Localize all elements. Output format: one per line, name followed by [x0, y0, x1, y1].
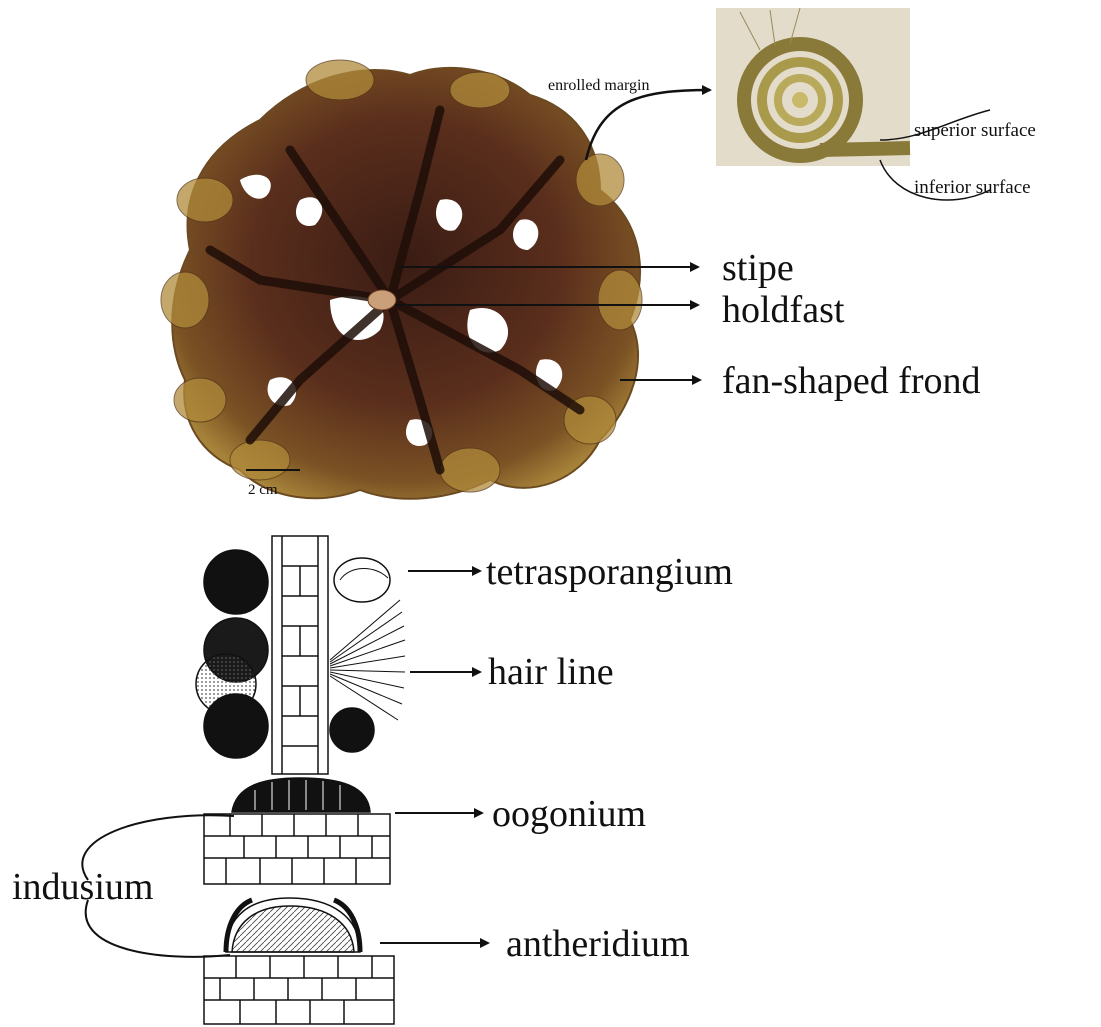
label-indusium: indusium: [12, 866, 153, 908]
label-hair-line: hair line: [488, 651, 614, 693]
antheridium-drawing: [204, 898, 394, 1024]
scale-bar-label: 2 cm: [248, 482, 278, 498]
label-inferior-surface: inferior surface: [914, 177, 1031, 198]
label-enrolled-margin: enrolled margin: [548, 77, 649, 94]
label-stipe: stipe: [722, 247, 794, 289]
seaweed-specimen: [161, 60, 642, 499]
label-antheridium: antheridium: [506, 923, 690, 965]
label-holdfast: holdfast: [722, 289, 845, 331]
enrolled-margin-micrograph: [716, 8, 910, 166]
oogonium-drawing: [204, 778, 390, 884]
arrow-enrolled-margin: [586, 90, 710, 160]
label-superior-surface: superior surface: [914, 120, 1036, 141]
label-oogonium: oogonium: [492, 793, 646, 835]
tetrasporangium-drawing: [196, 536, 405, 774]
label-fan-shaped-frond: fan-shaped frond: [722, 360, 981, 402]
label-tetrasporangium: tetrasporangium: [486, 551, 733, 593]
